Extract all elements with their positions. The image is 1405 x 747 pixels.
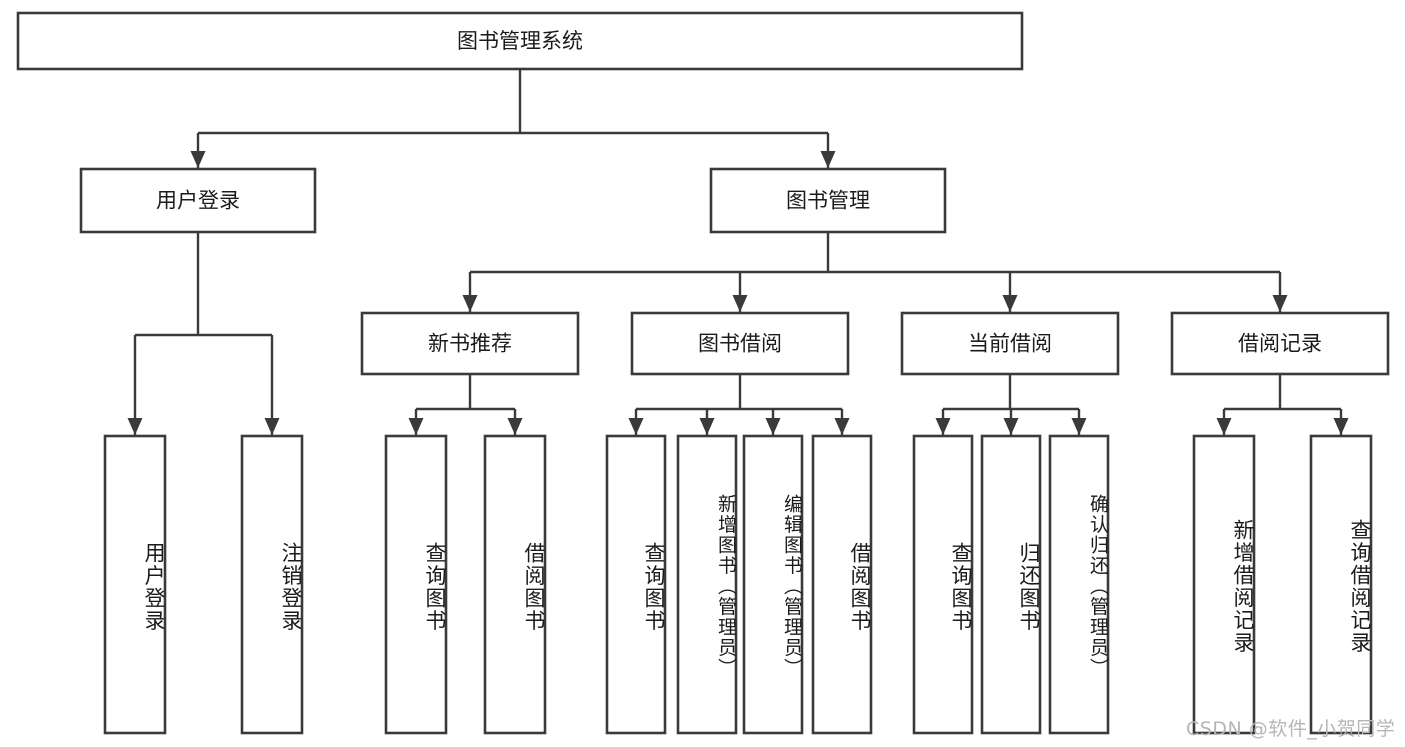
node-root-图书管理系统[interactable] [16,11,1024,71]
arrow-head-icon [1272,295,1288,312]
node-leaf-user-logout[interactable] [240,434,304,735]
arrow-head-icon [765,418,781,435]
arrow-head-icon [507,418,523,435]
node-leaf-confirm-return[interactable] [1048,434,1110,735]
node-book-borrow[interactable] [630,311,850,376]
arrow-head-icon [127,418,143,435]
node-root-label: 图书管理系统 [457,29,583,53]
node-new-book-recommend[interactable] [360,311,580,376]
node-user-login[interactable] [79,167,317,234]
node-label-borrow-record: 借阅记录 [1238,332,1322,356]
node-label-current-borrow: 当前借阅 [968,332,1052,356]
arrow-head-icon [1333,418,1349,435]
node-label-book-borrow: 图书借阅 [698,332,782,356]
node-label-user-login: 用户登录 [156,189,240,213]
node-leaf-query-book-3[interactable] [912,434,974,735]
node-current-borrow[interactable] [900,311,1120,376]
node-borrow-record[interactable] [1170,311,1390,376]
node-leaf-add-book[interactable] [676,434,738,735]
node-leaf-query-record[interactable] [1309,434,1373,735]
csdn-watermark: CSDN @软件_小贺同学 [1186,718,1396,740]
arrow-head-icon [732,295,748,312]
arrow-head-icon [1216,418,1232,435]
arrow-head-icon [1003,418,1019,435]
node-boxes [16,11,1390,735]
node-leaf-borrow-book-2[interactable] [811,434,873,735]
node-leaf-query-book-2[interactable] [605,434,667,735]
arrow-head-icon [408,418,424,435]
arrow-head-icon [699,418,715,435]
node-book-manage[interactable] [709,167,947,234]
connector-lines [127,69,1349,435]
arrow-head-icon [264,418,280,435]
arrow-head-icon [1002,295,1018,312]
node-leaf-query-book-1[interactable] [384,434,448,735]
node-leaf-user-login[interactable] [103,434,167,735]
arrow-head-icon [628,418,644,435]
arrow-head-icon [834,418,850,435]
node-label-book-manage: 图书管理 [786,189,870,213]
node-leaf-edit-book[interactable] [742,434,804,735]
arrow-head-icon [1071,418,1087,435]
arrow-head-icon [462,295,478,312]
arrow-head-icon [820,151,836,168]
node-leaf-return-book[interactable] [980,434,1042,735]
node-label-new-book-recommend: 新书推荐 [428,332,512,356]
arrow-head-icon [935,418,951,435]
node-leaf-borrow-book-1[interactable] [483,434,547,735]
arrow-head-icon [190,151,206,168]
node-leaf-add-record[interactable] [1192,434,1256,735]
